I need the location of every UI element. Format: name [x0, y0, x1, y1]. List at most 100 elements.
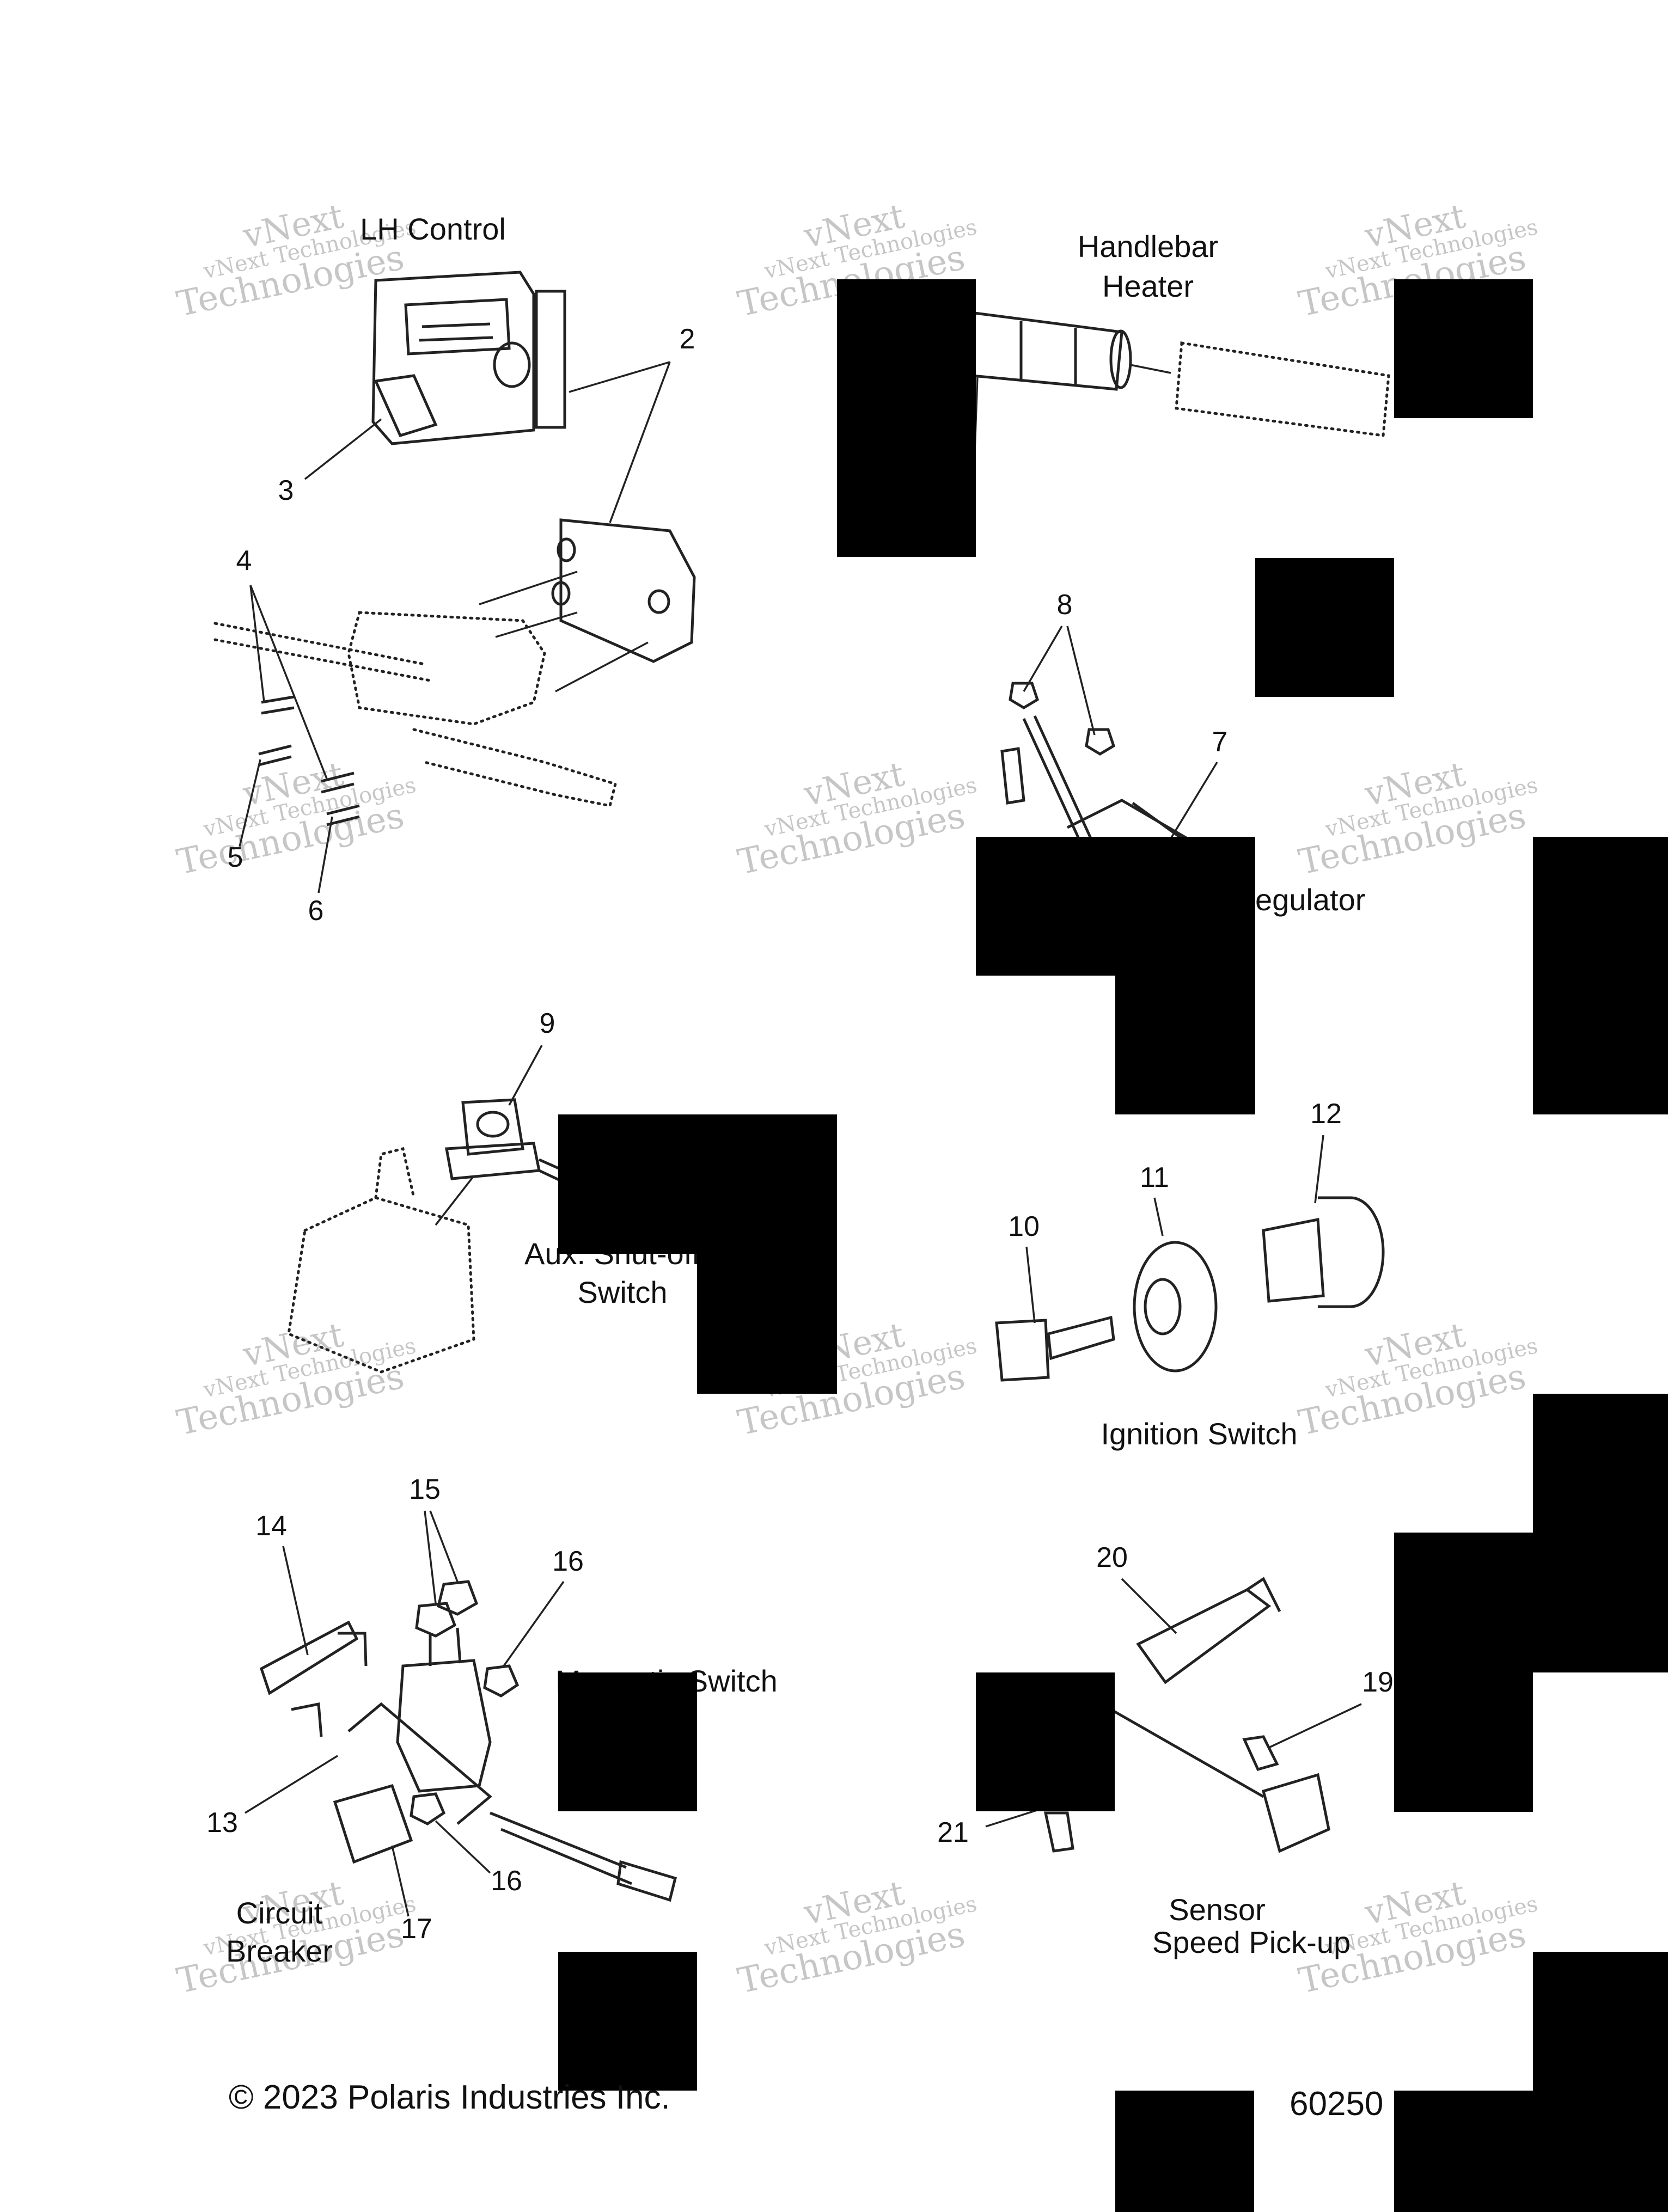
ignition-key-head — [995, 1319, 1050, 1382]
callout-16a: 16 — [552, 1546, 584, 1577]
leader-15 — [424, 1510, 459, 1604]
redaction-blocks — [558, 279, 1668, 2212]
redaction-block — [1394, 279, 1533, 418]
redaction-block — [1255, 558, 1394, 697]
aux-switch-leader — [435, 1175, 475, 1226]
redaction-block — [1533, 1952, 1668, 2091]
redaction-block — [976, 1672, 1115, 1811]
solenoid-connector — [616, 1860, 677, 1902]
leader-5 — [239, 759, 261, 847]
callout-4: 4 — [236, 545, 252, 577]
redaction-block — [1115, 2091, 1254, 2212]
leader-16b — [435, 1820, 491, 1874]
ignition-nut — [1133, 1241, 1218, 1372]
callout-19: 19 — [1362, 1666, 1394, 1698]
redaction-block — [1394, 1394, 1668, 1812]
leader-10 — [1025, 1246, 1036, 1323]
aux-switch-button — [476, 1111, 510, 1138]
solenoid-body — [396, 1659, 492, 1793]
heater-connector — [1129, 364, 1171, 374]
heater-element-left — [970, 311, 1123, 391]
sensor-bracket — [1136, 1588, 1272, 1684]
callout-7: 7 — [1212, 726, 1228, 758]
redaction-block — [558, 1672, 697, 1811]
nut-8a — [1009, 682, 1040, 709]
copyright-text: © 2023 Polaris Industries Inc. — [229, 2079, 670, 2116]
callout-6: 6 — [308, 895, 324, 927]
redaction-block — [1533, 837, 1668, 1114]
leader-14 — [282, 1546, 309, 1656]
ignition-switch-body — [1318, 1196, 1385, 1308]
nut-16a — [483, 1664, 520, 1698]
nut-8b — [1085, 728, 1116, 756]
callout-8: 8 — [1057, 589, 1073, 621]
label-sensor: Sensor — [1169, 1892, 1265, 1927]
handlebar-outline — [213, 622, 432, 682]
redaction-block — [1394, 2091, 1668, 2212]
redaction-block — [837, 279, 976, 557]
lh-control-switch-panel — [404, 298, 511, 356]
screw-set — [258, 695, 360, 826]
leader-7 — [1170, 762, 1218, 839]
label-speed-pickup: Speed Pick-up — [1152, 1925, 1351, 1959]
leader-13 — [245, 1755, 338, 1814]
sensor-plug — [1043, 1811, 1074, 1853]
aux-switch-lever-outline — [374, 1147, 416, 1199]
label-regulator: egulator — [1255, 883, 1365, 917]
heater-element-right — [1175, 341, 1390, 437]
aux-switch-base — [445, 1142, 541, 1180]
label-switch: Switch — [578, 1275, 668, 1309]
redaction-block — [558, 1952, 697, 2091]
housing-boss — [551, 581, 571, 606]
callout-5: 5 — [228, 842, 243, 873]
callout-12: 12 — [1310, 1098, 1342, 1130]
nut-15a — [415, 1602, 457, 1638]
label-ignition-switch: Ignition Switch — [1101, 1417, 1297, 1451]
lh-control-housing — [371, 271, 535, 445]
regulator-assembly: egulator 8 7 — [1000, 589, 1365, 917]
callout-9: 9 — [540, 1008, 555, 1039]
mount-pins — [291, 1632, 368, 1737]
label-heater: Heater — [1102, 269, 1194, 303]
ignition-nut-hole — [1144, 1278, 1182, 1335]
housing-boss — [557, 537, 576, 562]
sensor-bracket-tab — [1246, 1577, 1281, 1613]
label-handlebar: Handlebar — [1078, 229, 1218, 264]
brake-lever-outline — [412, 728, 618, 807]
sensor-bolt — [1242, 1735, 1279, 1771]
callout-16b: 16 — [491, 1865, 522, 1897]
label-lh-control: LH Control — [360, 212, 506, 246]
speed-sensor-body — [1261, 1773, 1330, 1853]
callout-3: 3 — [278, 475, 294, 506]
leader-19 — [1268, 1703, 1362, 1749]
solenoid-bracket — [347, 1702, 492, 1825]
ignition-switch-barrel — [1262, 1217, 1325, 1303]
callout-13: 13 — [206, 1807, 238, 1839]
aux-switch-body — [461, 1098, 524, 1156]
circuit-breaker-body — [333, 1784, 413, 1864]
heater-end — [1109, 329, 1132, 389]
handlebar-heater-assembly: Handlebar Heater — [970, 229, 1390, 452]
regulator-connector — [1000, 747, 1025, 805]
leader-3 — [304, 418, 382, 480]
lh-control-assembly: LH Control 2 3 4 5 6 — [213, 212, 696, 927]
leader-6 — [317, 816, 333, 893]
leader-9 — [508, 1045, 543, 1106]
callout-21: 21 — [937, 1817, 969, 1848]
label-circuit: Circuit — [236, 1896, 323, 1930]
redaction-block — [558, 1114, 837, 1394]
nut-15b — [437, 1580, 479, 1616]
solenoid-wire — [490, 1811, 632, 1885]
lh-control-throttle — [374, 374, 438, 438]
callout-20: 20 — [1096, 1542, 1128, 1573]
leader-16a — [503, 1580, 565, 1667]
speed-sensor-assembly: 20 19 21 Sensor Speed Pick-up — [937, 1542, 1394, 1959]
leader-12 — [1314, 1135, 1324, 1204]
